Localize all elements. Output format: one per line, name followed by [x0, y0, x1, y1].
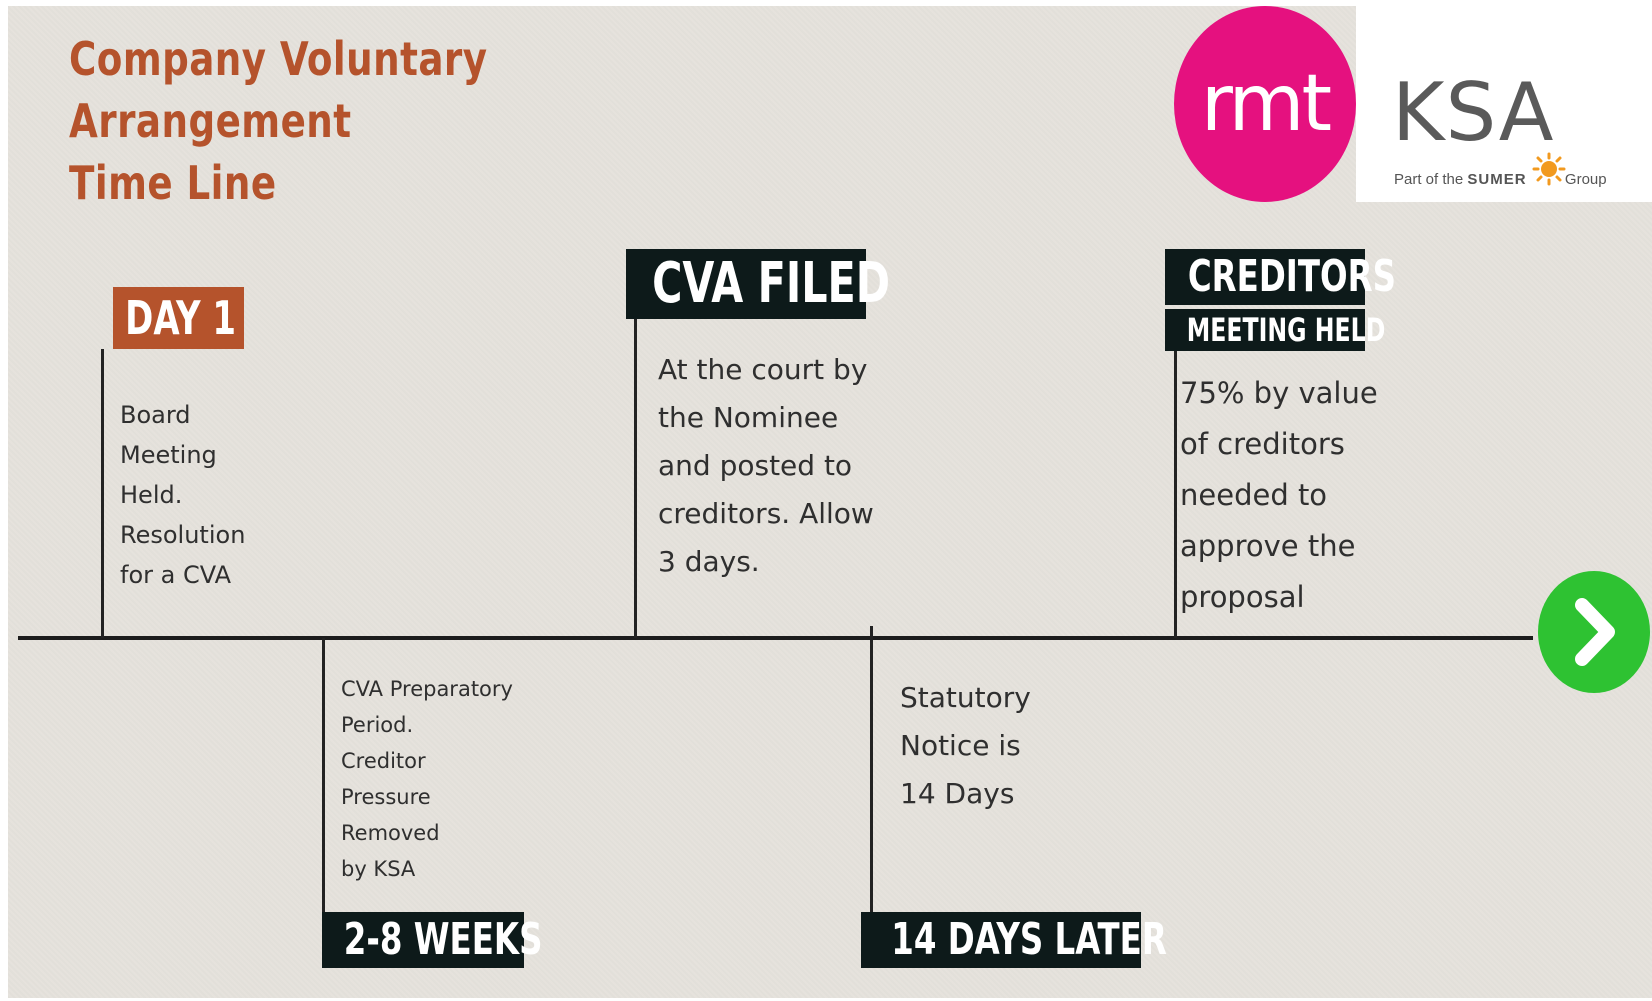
creditors-line: proposal	[1180, 580, 1305, 614]
creditors-description: 75% by value of creditors needed to appr…	[1180, 368, 1378, 623]
weeks-line: by KSA	[341, 857, 416, 881]
creditors-line: of creditors	[1180, 427, 1345, 461]
weeks-tag-label: 2-8 WEEKS	[343, 914, 543, 965]
days14-line: 14 Days	[900, 777, 1015, 810]
days14-tag-label: 14 DAYS LATER	[891, 914, 1167, 965]
days14-tag: 14 DAYS LATER	[861, 912, 1167, 968]
days14-line: Notice is	[900, 729, 1021, 762]
tagline-prefix: Part of the	[1394, 171, 1464, 188]
weeks-line: CVA Preparatory	[341, 677, 513, 701]
weeks-description: CVA Preparatory Period. Creditor Pressur…	[341, 671, 513, 887]
days14-description: Statutory Notice is 14 Days	[900, 674, 1031, 818]
day1-tag-label: DAY 1	[125, 291, 236, 345]
sumer-tagline: Part of the SUMER Group	[1394, 171, 1607, 188]
creditors-line: approve the	[1180, 529, 1356, 563]
cva-filed-line: At the court by	[658, 353, 868, 386]
cva-filed-line: and posted to	[658, 449, 853, 482]
creditors-line: needed to	[1180, 478, 1328, 512]
cva-filed-tag: CVA FILED	[626, 249, 890, 319]
title-line-3: Time Line	[69, 156, 277, 210]
weeks-line: Pressure	[341, 785, 431, 809]
creditors-line: 75% by value	[1180, 376, 1378, 410]
rmt-logo: rmt	[1174, 6, 1356, 202]
weeks-line: Period.	[341, 713, 414, 737]
day1-connector	[101, 349, 104, 638]
day1-line: Board	[120, 401, 191, 429]
weeks-connector	[322, 638, 325, 914]
rmt-logo-text: rmt	[1200, 59, 1332, 149]
cva-filed-connector	[634, 319, 637, 638]
day1-tag: DAY 1	[113, 287, 244, 349]
cva-filed-line: 3 days.	[658, 545, 760, 578]
weeks-tag: 2-8 WEEKS	[322, 912, 542, 968]
title-line-2: Arrangement	[69, 94, 352, 148]
weeks-line: Removed	[341, 821, 440, 845]
day1-line: Held.	[120, 481, 183, 509]
chevron-right-icon	[1575, 598, 1615, 666]
ksa-logo-text: KSA	[1392, 66, 1555, 159]
tagline-brand: SUMER	[1467, 171, 1527, 188]
cva-filed-description: At the court by the Nominee and posted t…	[658, 346, 874, 586]
title-line-1: Company Voluntary	[69, 32, 488, 86]
days14-line: Statutory	[900, 681, 1031, 714]
meeting-held-tag: MEETING HELD	[1165, 309, 1385, 351]
day1-line: for a CVA	[120, 561, 232, 589]
creditors-connector	[1174, 351, 1177, 638]
cva-filed-line: the Nominee	[658, 401, 839, 434]
sumer-sun-icon	[1532, 152, 1566, 186]
day1-description: Board Meeting Held. Resolution for a CVA	[120, 395, 245, 595]
weeks-line: Creditor	[341, 749, 426, 773]
days14-connector	[870, 626, 873, 914]
next-button[interactable]	[1538, 571, 1650, 693]
cva-filed-tag-label: CVA FILED	[652, 251, 891, 316]
cva-filed-line: creditors. Allow	[658, 497, 874, 530]
tagline-suffix: Group	[1564, 171, 1607, 188]
ksa-logo-panel: KSA Part of the SUMER Group	[1356, 6, 1652, 202]
day1-line: Meeting	[120, 441, 217, 469]
day1-line: Resolution	[120, 521, 246, 549]
timeline-axis	[18, 636, 1533, 640]
creditors-tag: CREDITORS	[1165, 249, 1396, 305]
meeting-held-tag-label: MEETING HELD	[1186, 311, 1386, 349]
creditors-tag-label: CREDITORS	[1187, 251, 1396, 302]
